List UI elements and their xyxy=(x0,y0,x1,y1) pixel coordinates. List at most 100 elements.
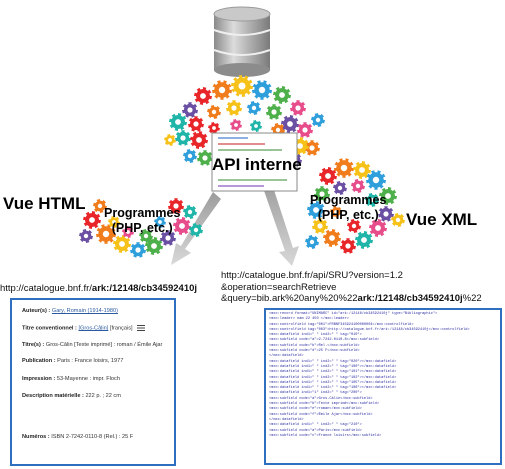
record-conv-title-link[interactable]: [Gros-Câlin] xyxy=(78,325,109,332)
xml-line: <mxc:datafield ind1=" " ind2=" " tag="10… xyxy=(269,364,397,369)
xml-line: <mxc:datafield ind1=" " ind2=" " tag="21… xyxy=(269,423,362,428)
programs-left-line1: Programmes xyxy=(104,206,181,220)
xml-line: <mxc:controlfield tag="001">FRBNF3459241… xyxy=(269,322,414,327)
gear-hole-icon xyxy=(193,227,199,233)
gear-hole-icon xyxy=(211,109,217,115)
sru-url[interactable]: http://catalogue.bnf.fr/api/SRU?version=… xyxy=(221,270,482,305)
record-description-value: 222 p. ; 22 cm xyxy=(85,393,121,399)
sru-url-line1: http://catalogue.bnf.fr/api/SRU?version=… xyxy=(221,270,403,281)
gear-hole-icon xyxy=(302,127,308,133)
record-numbers-value: ISBN 2-7242-0110-8 (Rel.) : 25 F xyxy=(51,434,134,440)
record-author-label: Auteur(s) : xyxy=(22,308,51,314)
record-author-link[interactable]: Gary, Romain (1914-1980) xyxy=(51,308,118,314)
xml-line: <mxc:datafield ind1=" " ind2=" " tag="10… xyxy=(269,370,397,375)
sru-url-line3-ark: ark:/12148/cb34592410j xyxy=(357,293,463,304)
programs-right-line1: Programmes xyxy=(310,193,387,207)
xml-line: <mxc:datafield ind1=" " ind2=" " tag="01… xyxy=(269,333,362,338)
gear-hole-icon xyxy=(317,223,323,229)
gear-hole-icon xyxy=(83,233,89,239)
gear-hole-icon xyxy=(168,138,172,142)
html-record-card: Auteur(s) : Gary, Romain (1914-1980) Tit… xyxy=(10,298,176,466)
record-title-row: Titre(s) : Gros-Câlin [Texte imprimé] : … xyxy=(22,342,170,348)
gear-hole-icon xyxy=(112,220,116,224)
record-author-row: Auteur(s) : Gary, Romain (1914-1980) xyxy=(22,308,170,314)
api-document-icon xyxy=(211,132,298,192)
gear-hole-icon xyxy=(254,124,258,128)
gear-hole-icon xyxy=(319,191,325,197)
xml-line: <mxc:controlfield tag="003">http://catal… xyxy=(269,327,470,332)
gear-hole-icon xyxy=(158,220,162,224)
vue-xml-label: Vue XML xyxy=(406,210,478,229)
gear-hole-icon xyxy=(345,243,351,249)
gear-hole-icon xyxy=(325,173,331,179)
gear-hole-icon xyxy=(315,117,321,123)
gear-hole-icon xyxy=(340,164,348,172)
xml-line: </mxc:datafield> xyxy=(269,417,304,422)
xml-line: <mxc:subfield code="a">2-7242-0110-8</mx… xyxy=(269,338,379,343)
gear-hole-icon xyxy=(337,185,343,191)
gear-hole-icon xyxy=(271,109,277,115)
gear-hole-icon xyxy=(279,92,285,98)
xml-line: <mxc:subfield code="e">roman</mxc:subfie… xyxy=(269,407,362,412)
gear-hole-icon xyxy=(258,86,266,94)
gear-hole-icon xyxy=(102,230,110,238)
record-title-value: Gros-Câlin [Texte imprimé] : roman / Émi… xyxy=(45,342,163,348)
record-publication-label: Publication : xyxy=(22,358,56,364)
record-impression-label: Impression : xyxy=(22,376,56,382)
xml-line: <mxc:subfield code="d">25 F</mxc:subfiel… xyxy=(269,349,360,354)
gear-hole-icon xyxy=(385,193,391,199)
gear-hole-icon xyxy=(375,225,381,231)
programs-right-label: Programmes (PHP, etc.) xyxy=(310,193,386,223)
xml-line: <mxc:leader> nam 22 450 </mxc:leader> xyxy=(269,317,349,322)
gear-hole-icon xyxy=(361,237,367,243)
gear-hole-icon xyxy=(395,217,401,223)
record-title-label: Titre(s) : xyxy=(22,342,45,348)
database-icon xyxy=(213,6,271,77)
programs-right-line2: (PHP, etc.) xyxy=(317,208,379,222)
xml-line: <mxc:datafield ind1="1" ind2=" " tag="20… xyxy=(269,391,362,396)
gear-hole-icon xyxy=(251,105,257,111)
gear-hole-icon xyxy=(187,107,193,113)
gear-hole-icon xyxy=(165,235,171,241)
list-icon[interactable] xyxy=(137,325,146,331)
gear-hole-icon xyxy=(151,243,157,249)
gear-hole-icon xyxy=(334,210,338,214)
gear-hole-icon xyxy=(295,105,301,111)
gear-hole-icon xyxy=(275,127,281,133)
xml-line: <mxc:subfield code="c">France loisirs</m… xyxy=(269,433,382,438)
gear-hole-icon xyxy=(309,145,315,151)
gear-hole-icon xyxy=(135,247,141,253)
gear-hole-icon xyxy=(218,86,226,94)
arrow-to-xml-icon xyxy=(262,181,299,266)
xml-line: <mxc:datafield ind1=" " ind2=" " tag="10… xyxy=(269,380,397,385)
gear-hole-icon xyxy=(89,217,95,223)
gear-hole-icon xyxy=(238,82,246,90)
gear-hole-icon xyxy=(297,143,303,149)
gear-hole-icon xyxy=(193,121,199,127)
record-impression-row: Impression : 53-Mayenne : impr. Floch xyxy=(22,376,170,382)
xml-line: <mxc:subfield code="b">Rel.</mxc:subfiel… xyxy=(269,343,360,348)
gear-hole-icon xyxy=(187,153,193,159)
gear-hole-icon xyxy=(329,235,335,241)
gear-hole-icon xyxy=(231,105,237,111)
gear-hole-icon xyxy=(309,239,315,245)
html-url[interactable]: http://catalogue.bnf.fr/ark:/12148/cb345… xyxy=(0,283,197,295)
xml-line: <mxc:datafield ind1=" " ind2=" " tag="10… xyxy=(269,375,397,380)
sru-url-line2: &operation=searchRetrieve xyxy=(221,281,337,293)
record-description-row: Description matérielle : 222 p. ; 22 cm xyxy=(22,393,170,399)
programs-left-line2: (PHP, etc.) xyxy=(111,221,173,235)
record-publication-row: Publication : Paris : France loisirs, 19… xyxy=(22,358,170,364)
record-numbers-row: Numéros : ISBN 2-7242-0110-8 (Rel.) : 25… xyxy=(22,434,170,440)
gear-hole-icon xyxy=(313,207,319,213)
record-publication-value: Paris : France loisirs, 1977 xyxy=(57,358,124,364)
gear-hole-icon xyxy=(383,211,389,217)
xml-line: <mxc:subfield code="b">Texte imprimé</mx… xyxy=(269,402,379,407)
gear-hole-icon xyxy=(173,203,179,209)
xml-record-card: <mxc:record format="UNIMARC" id="ark:/12… xyxy=(264,308,502,465)
gear-hole-icon xyxy=(187,209,193,215)
gear-hole-icon xyxy=(97,203,103,209)
html-url-prefix: http://catalogue.bnf.fr/ xyxy=(0,283,92,294)
gear-hole-icon xyxy=(372,176,380,184)
xml-line: <mxc:subfield code="a">Gros-Câlin</mxc:s… xyxy=(269,396,373,401)
